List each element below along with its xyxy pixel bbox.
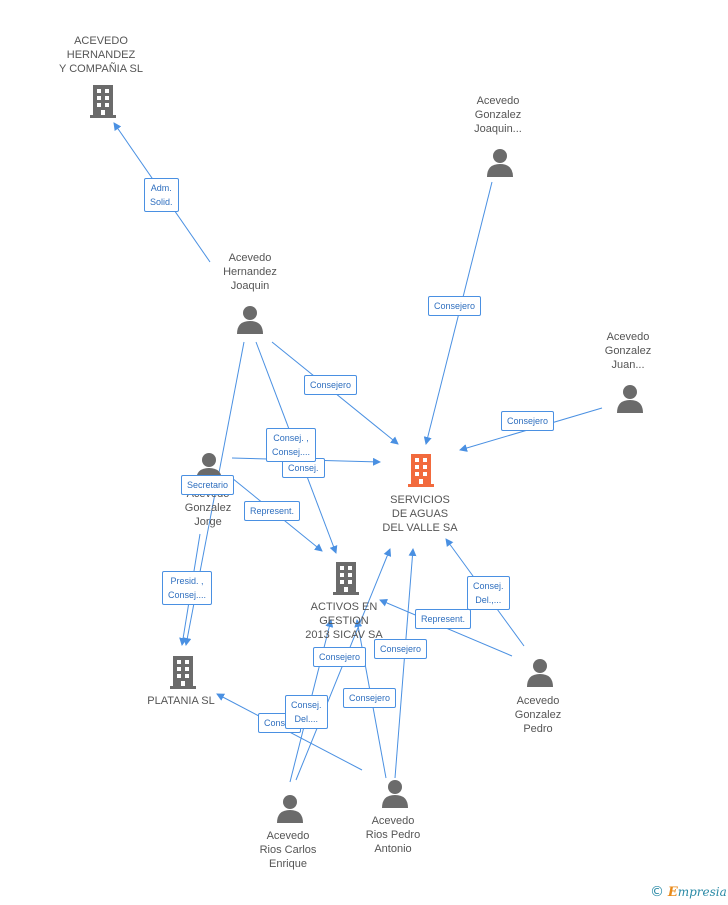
person-icon[interactable] (381, 779, 409, 809)
building-icon[interactable] (405, 452, 437, 488)
node-label-acevedo-gonzalez-pedro[interactable]: Acevedo Gonzalez Pedro (514, 695, 562, 735)
person-icon[interactable] (276, 794, 304, 824)
edge-riospedro-to-servicios (394, 548, 417, 779)
node-label-acevedo-gonzalez-joaquin[interactable]: Acevedo Gonzalez Joaquin... (474, 95, 522, 135)
role-badge-adm-solid[interactable]: Adm. Solid. (144, 178, 179, 212)
person-icon[interactable] (236, 305, 264, 335)
node-label-acevedo-hernandez-joaquin[interactable]: Acevedo Hernandez Joaquin (223, 252, 277, 292)
person-icon[interactable] (526, 658, 554, 688)
person-icon[interactable] (616, 384, 644, 414)
role-badge-presid-consej[interactable]: Presid. , Consej.... (162, 571, 213, 605)
copyright-icon: © (650, 884, 664, 900)
building-icon[interactable] (167, 654, 199, 690)
role-badge-consej-del[interactable]: Consej. Del.... (285, 695, 328, 729)
role-badge-consejero[interactable]: Consejero (501, 411, 555, 431)
building-icon[interactable] (330, 560, 362, 596)
role-badge-consejero[interactable]: Consejero (374, 639, 428, 659)
role-badge-consejero[interactable]: Consejero (313, 647, 367, 667)
role-badge-consej-consej[interactable]: Consej. , Consej.... (266, 428, 317, 462)
role-badge-consej-del[interactable]: Consej. Del.,... (467, 576, 510, 610)
role-badge-consejero[interactable]: Consejero (304, 375, 358, 395)
node-label-acevedo-hernandez-y-compania[interactable]: ACEVEDO HERNANDEZ Y COMPAÑIA SL (59, 35, 143, 75)
node-label-activos-en-gestion[interactable]: ACTIVOS EN GESTION 2013 SICAV SA (305, 601, 383, 641)
node-label-platania[interactable]: PLATANIA SL (147, 695, 215, 707)
node-label-servicios-de-aguas[interactable]: SERVICIOS DE AGUAS DEL VALLE SA (382, 494, 458, 534)
role-badge-consej[interactable]: Consej. (282, 458, 325, 478)
role-badge-represent[interactable]: Represent. (415, 609, 472, 629)
role-badge-secretario[interactable]: Secretario (181, 475, 235, 495)
node-label-acevedo-rios-pedro[interactable]: Acevedo Rios Pedro Antonio (365, 815, 421, 855)
role-badge-consejero[interactable]: Consejero (428, 296, 482, 316)
role-badge-represent[interactable]: Represent. (244, 501, 301, 521)
empresia-logo[interactable]: © Empresia (650, 884, 727, 900)
building-icon[interactable] (87, 83, 119, 119)
node-label-acevedo-rios-carlos[interactable]: Acevedo Rios Carlos Enrique (259, 830, 317, 870)
brand-initial: E (667, 885, 678, 900)
brand-name: mpresia (677, 885, 727, 899)
node-label-acevedo-gonzalez-juan[interactable]: Acevedo Gonzalez Juan... (604, 331, 652, 371)
person-icon[interactable] (486, 148, 514, 178)
role-badge-consejero[interactable]: Consejero (343, 688, 397, 708)
